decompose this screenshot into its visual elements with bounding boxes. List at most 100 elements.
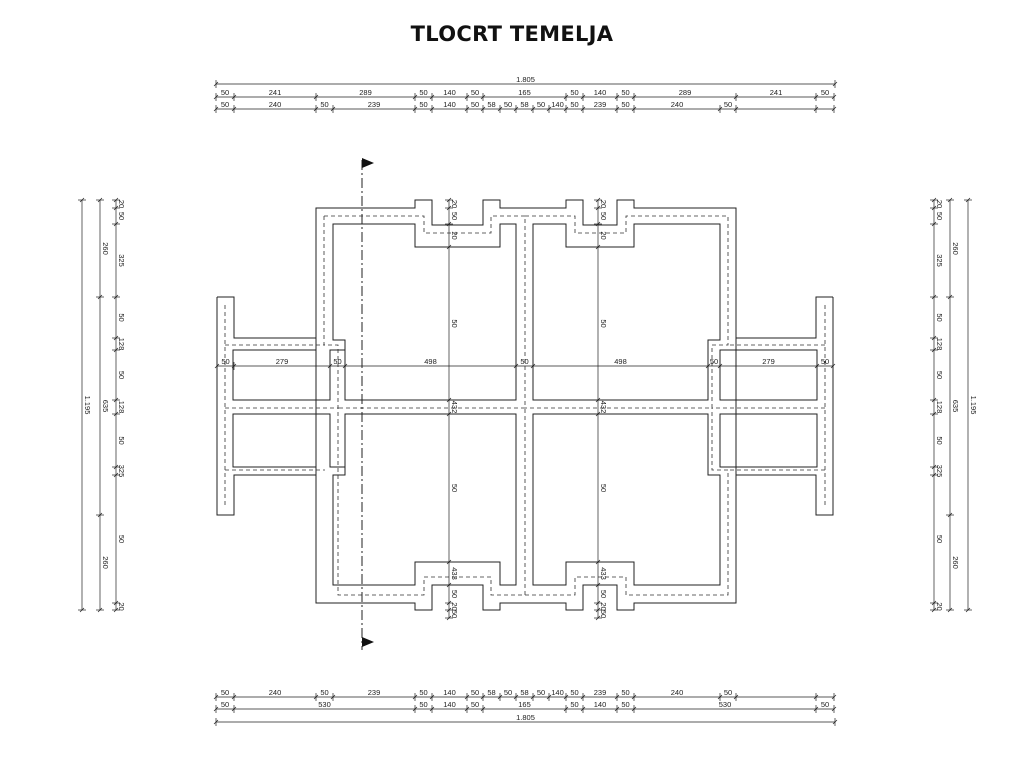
dimension-slash (412, 106, 418, 112)
dimension-label: 50 (710, 357, 718, 366)
dimension-label: 20 (599, 602, 608, 610)
dimension-label: 20 (935, 200, 944, 208)
dimension-label: 1.805 (516, 713, 535, 722)
dimension-label: 50 (450, 484, 459, 492)
dimension-label: 50 (221, 100, 229, 109)
dimension-slash (429, 106, 435, 112)
dimension-slash (530, 106, 536, 112)
dimension-slash (717, 694, 723, 700)
dimension-label: 50 (221, 357, 229, 366)
dimension-slash (513, 363, 519, 369)
dimension-label: 50 (419, 700, 427, 709)
foundation-wall-outline (719, 297, 834, 516)
dimension-label: 260 (101, 242, 110, 255)
dimension-label: 50 (117, 212, 126, 220)
dimension-label: 239 (368, 100, 381, 109)
dimension-label: 50 (935, 535, 944, 543)
dimension-slash (595, 205, 601, 211)
dimension-slash (446, 205, 452, 211)
dimension-label: 260 (101, 556, 110, 569)
dimension-label: 58 (520, 100, 528, 109)
dimension-slash (446, 221, 452, 227)
dimension-label: 325 (117, 465, 126, 478)
foundation-walls (216, 199, 834, 611)
footing-dash-line (525, 215, 729, 409)
dimension-label: 50 (504, 688, 512, 697)
dimension-label: 50 (935, 436, 944, 444)
dimension-label: 325 (117, 254, 126, 267)
dimension-slash (563, 694, 569, 700)
dimension-slash (113, 607, 119, 613)
footing-dash-line (324, 215, 526, 409)
dimension-slash (412, 706, 418, 712)
dimension-slash (113, 294, 119, 300)
dimension-slash (717, 106, 723, 112)
dimension-label: 50 (419, 688, 427, 697)
foundation-wall-outline (532, 413, 721, 586)
dimension-label: 140 (443, 688, 456, 697)
dimension-slash (595, 600, 601, 606)
dimension-slash (931, 335, 937, 341)
dimension-label: 1.195 (83, 396, 92, 415)
dimension-slash (580, 94, 586, 100)
dimension-label: 50 (724, 100, 732, 109)
dimension-label: 20 (935, 602, 944, 610)
dimension-label: 50 (821, 357, 829, 366)
dimension-slash (931, 347, 937, 353)
dimension-slash (631, 706, 637, 712)
dimension-slash (446, 615, 452, 621)
dimension-slash (231, 94, 237, 100)
dimension-label: 128 (117, 338, 126, 351)
dimension-label: 50 (117, 313, 126, 321)
dimension-slash (446, 244, 452, 250)
foundation-wall-outline (532, 223, 721, 401)
dimension-slash (446, 600, 452, 606)
dimension-slash (830, 363, 836, 369)
dimension-label: 140 (551, 688, 564, 697)
dimension-label: 325 (935, 465, 944, 478)
dimension-lines (78, 80, 972, 726)
dimension-slash (480, 694, 486, 700)
dimension-slash (947, 512, 953, 518)
dimension-slash (113, 335, 119, 341)
dimension-slash (213, 106, 219, 112)
dimension-label: 165 (518, 88, 531, 97)
dimension-label: 20 (599, 231, 608, 239)
dimension-label: 50 (504, 100, 512, 109)
dimension-slash (931, 607, 937, 613)
dimension-slash (831, 706, 837, 712)
dimension-slash (614, 694, 620, 700)
dimension-slash (931, 472, 937, 478)
dimension-label: 239 (594, 688, 607, 697)
dimension-label: 50 (471, 100, 479, 109)
dimension-slash (931, 600, 937, 606)
dimension-slash (595, 582, 601, 588)
dimension-slash (947, 607, 953, 613)
dimension-label: 50 (935, 371, 944, 379)
dimension-slash (631, 94, 637, 100)
dimension-label: 240 (269, 688, 282, 697)
page-title: TLOCRT TEMELJA (410, 22, 614, 46)
dimension-slash (595, 244, 601, 250)
dimension-label: 50 (520, 357, 528, 366)
dimension-label: 140 (443, 100, 456, 109)
dimension-slash (513, 106, 519, 112)
dimension-label: 50 (821, 88, 829, 97)
dimension-slash (446, 607, 452, 613)
dimension-slash (213, 81, 219, 87)
dimension-slash (717, 363, 723, 369)
dimension-label: 128 (117, 401, 126, 414)
dimension-label: 432 (450, 401, 459, 414)
dimension-label: 58 (487, 688, 495, 697)
footing-dash-line (525, 408, 729, 596)
dimension-slash (931, 464, 937, 470)
foundation-wall-outline (332, 413, 517, 586)
dimension-slash (595, 607, 601, 613)
dimension-slash (595, 197, 601, 203)
dimension-slash (931, 294, 937, 300)
dimension-label: 50 (570, 100, 578, 109)
dimension-slash (231, 106, 237, 112)
dimension-slash (113, 197, 119, 203)
dimension-label: 50 (935, 313, 944, 321)
dimension-slash (97, 294, 103, 300)
